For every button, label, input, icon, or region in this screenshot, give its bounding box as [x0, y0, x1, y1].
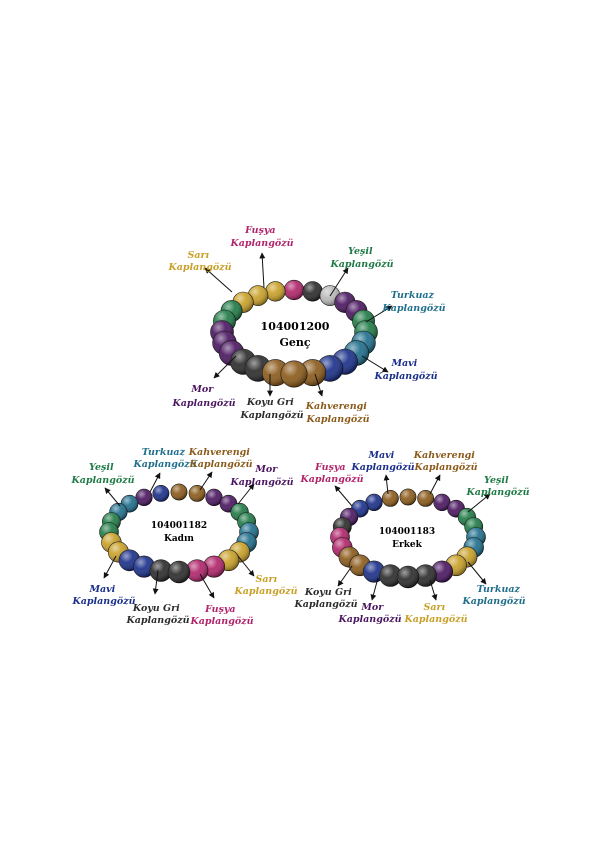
bead-shine	[265, 281, 286, 302]
label-erkek-turkuaz: Turkuaz Kaplangözü	[461, 584, 525, 607]
bracelet-erkek-beads	[330, 488, 486, 589]
bead-shine	[417, 490, 434, 507]
label-genc-kahverengi: Kahverengi Kaplangözü	[305, 401, 370, 425]
label-genc-mor: Mor Kaplangözü	[171, 384, 235, 409]
label-erkek-kahverengi: Kahverengi Kaplangözü	[413, 450, 478, 473]
bracelet-kadin-code: 104001182	[151, 521, 207, 531]
bead-shine	[399, 488, 417, 506]
label-kadin-yesil: Yeşil Kaplangözü	[70, 462, 134, 486]
bead-shine	[168, 561, 190, 583]
bead-shine	[135, 489, 153, 506]
label-erkek-mor: Mor Kaplangözü	[337, 602, 401, 625]
bead-shine	[280, 360, 308, 388]
bead-shine	[150, 559, 172, 582]
label-genc-koyugri: Koyu Gri Kaplangözü	[239, 397, 303, 421]
bead-shine	[414, 564, 437, 587]
label-kadin-mavi: Mavi Kaplangözü	[71, 584, 135, 607]
label-genc-fusya: Fuşya Kaplangözü	[229, 225, 293, 249]
bead-shine	[365, 494, 383, 511]
bead-shine	[397, 566, 419, 588]
bead-shine	[203, 555, 225, 578]
bead-shine	[284, 280, 304, 300]
label-erkek-sari: Sarı Kaplangözü	[403, 602, 467, 625]
label-erkek-fusya: Fuşya Kaplangözü	[299, 462, 363, 485]
bead-shine	[152, 485, 169, 502]
bead-shine	[205, 489, 223, 506]
label-kadin-sari: Sarı Kaplangözü	[233, 574, 297, 597]
bracelet-kadin: 104001182 Kadın Yeşil Kaplangözü Turkuaz…	[70, 447, 297, 627]
label-kadin-turkuaz: Turkuaz Kaplangözü	[132, 447, 196, 470]
label-genc-sari: Sarı Kaplangözü	[167, 250, 231, 273]
bracelet-erkek: 104001183 Erkek Fuşya Kaplangözü Mavi Ka…	[293, 450, 529, 625]
label-genc-turkuaz: Turkuaz Kaplangözü	[381, 290, 445, 314]
bracelet-kadin-beads	[99, 483, 259, 584]
bead-shine	[133, 555, 155, 578]
label-kadin-mor: Mor Kaplangözü	[229, 464, 293, 488]
label-kadin-fusya: Fuşya Kaplangözü	[189, 604, 253, 627]
bead-shine	[302, 281, 323, 302]
bead-shine	[170, 483, 188, 501]
bracelet-genc: 104001200 Genç Sarı Kaplangözü Fuşya Kap…	[167, 225, 445, 425]
bead-shine	[433, 494, 451, 511]
bead-shine	[382, 490, 399, 507]
bracelet-kadin-type: Kadın	[164, 534, 194, 544]
bead-shine	[186, 559, 209, 582]
bead-shine	[189, 485, 206, 502]
bracelet-erkek-code: 104001183	[379, 527, 435, 537]
label-erkek-yesil: Yeşil Kaplangözü	[465, 475, 529, 498]
label-erkek-koyugri: Koyu Gri Kaplangözü	[293, 587, 357, 610]
bracelet-genc-beads	[210, 279, 378, 388]
bracelet-genc-code: 104001200	[261, 320, 330, 333]
bracelet-genc-type: Genç	[279, 336, 310, 349]
label-genc-yesil: Yeşil Kaplangözü	[329, 246, 393, 270]
bead-shine	[379, 564, 402, 587]
label-erkek-mavi: Mavi Kaplangözü	[350, 450, 414, 473]
label-kadin-kahverengi: Kahverengi Kaplangözü	[188, 447, 253, 470]
label-kadin-koyugri: Koyu Gri Kaplangözü	[125, 603, 189, 626]
label-genc-mavi: Mavi Kaplangözü	[373, 358, 437, 382]
bracelet-erkek-type: Erkek	[392, 540, 423, 550]
